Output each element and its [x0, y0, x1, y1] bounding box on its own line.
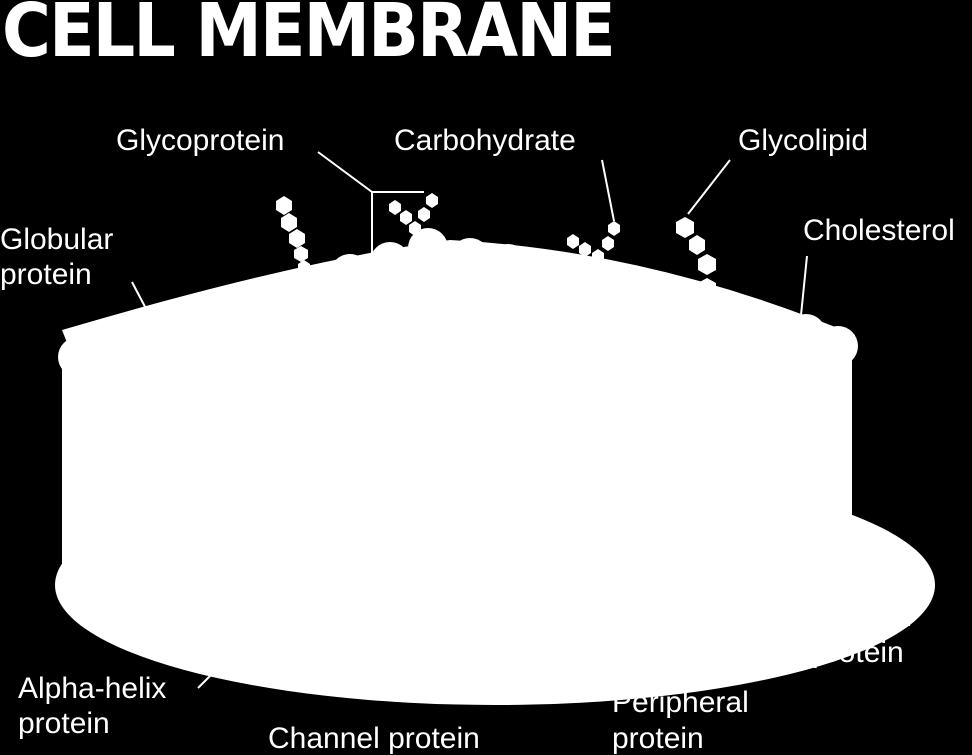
glyco-hex — [409, 221, 421, 236]
label-glycolipid: Glycolipid — [738, 124, 868, 157]
globular-protein-leader — [131, 281, 154, 323]
glycolipid-leader — [687, 159, 731, 215]
phospholipid-heads — [58, 228, 858, 377]
glycolipid-chain — [676, 217, 716, 299]
glyco-hex — [592, 262, 604, 277]
phospholipid-head — [58, 337, 98, 377]
labels: Glycoprotein Carbohydrate Glycolipid Glo… — [0, 124, 955, 755]
label-alpha-helix-protein-line2: protein — [18, 707, 110, 740]
label-glycoprotein: Glycoprotein — [116, 124, 284, 157]
leader-lines — [131, 151, 808, 689]
glyco-hex — [567, 234, 579, 249]
glyco-hex — [592, 249, 604, 264]
glyco-hex — [298, 260, 310, 275]
phospholipid-head — [606, 270, 646, 310]
glyco-hex — [389, 200, 401, 215]
phospholipid-head — [216, 290, 256, 330]
cholesterol-leader — [799, 255, 808, 326]
diagram-title: CELL MEMBRANE — [2, 0, 614, 74]
y-carbohydrate-right — [567, 221, 620, 277]
label-peripheral-protein-line2: protein — [612, 722, 704, 755]
phospholipid-head — [177, 300, 217, 340]
glyco-hex — [276, 196, 292, 215]
phospholipid-head — [254, 278, 294, 318]
glycoprotein-chain — [276, 196, 311, 288]
phospholipid-head — [488, 244, 528, 284]
glyco-hex — [579, 242, 591, 257]
phospholipid-head — [818, 326, 858, 366]
glyco-hex — [602, 236, 614, 251]
phospholipid-head — [330, 254, 370, 294]
phospholipid-head — [290, 268, 330, 308]
glyco-hex — [289, 229, 305, 248]
glyco-hex — [400, 210, 412, 225]
membrane-upper-surface — [62, 240, 855, 360]
label-cholesterol: Cholesterol — [803, 214, 955, 247]
phospholipid-head — [528, 252, 568, 292]
phospholipid-head — [786, 314, 826, 354]
phospholipid-head — [370, 242, 410, 282]
membrane-body — [55, 240, 935, 705]
label-alpha-helix-protein-line1: Alpha-helix — [18, 672, 166, 705]
y-carbohydrate-left — [389, 193, 438, 236]
phospholipid-head — [408, 228, 448, 268]
label-carbohydrate: Carbohydrate — [394, 124, 576, 157]
glyco-hex — [281, 213, 297, 232]
glyco-hex — [418, 207, 430, 222]
phospholipid-head — [680, 292, 720, 332]
label-integral-protein-line1: Integral — [812, 600, 912, 633]
phospholipid-head — [754, 310, 794, 350]
glyco-hex — [698, 278, 716, 299]
alpha-helix-leader — [197, 673, 213, 689]
glyco-hex — [676, 217, 694, 238]
label-globular-protein-line2: protein — [0, 258, 92, 291]
label-integral-protein-line2: protein — [812, 636, 904, 669]
glyco-hex — [426, 193, 438, 208]
carbohydrate-leader — [601, 159, 615, 222]
phospholipid-head — [450, 238, 490, 278]
phospholipid-head — [718, 298, 758, 338]
phospholipid-head — [92, 328, 132, 368]
label-channel-protein: Channel protein — [268, 722, 480, 755]
label-globular-protein-line1: Globular — [0, 223, 113, 256]
glyco-hex — [608, 221, 620, 236]
label-peripheral-protein-line1: Peripheral — [612, 686, 749, 719]
glyco-hex — [698, 254, 716, 275]
phospholipid-head — [644, 280, 684, 320]
glyco-hex — [294, 246, 308, 262]
glyco-hex — [689, 235, 705, 255]
membrane-front-block — [62, 350, 852, 590]
glyco-hex — [299, 273, 311, 288]
phospholipid-head — [140, 314, 180, 354]
